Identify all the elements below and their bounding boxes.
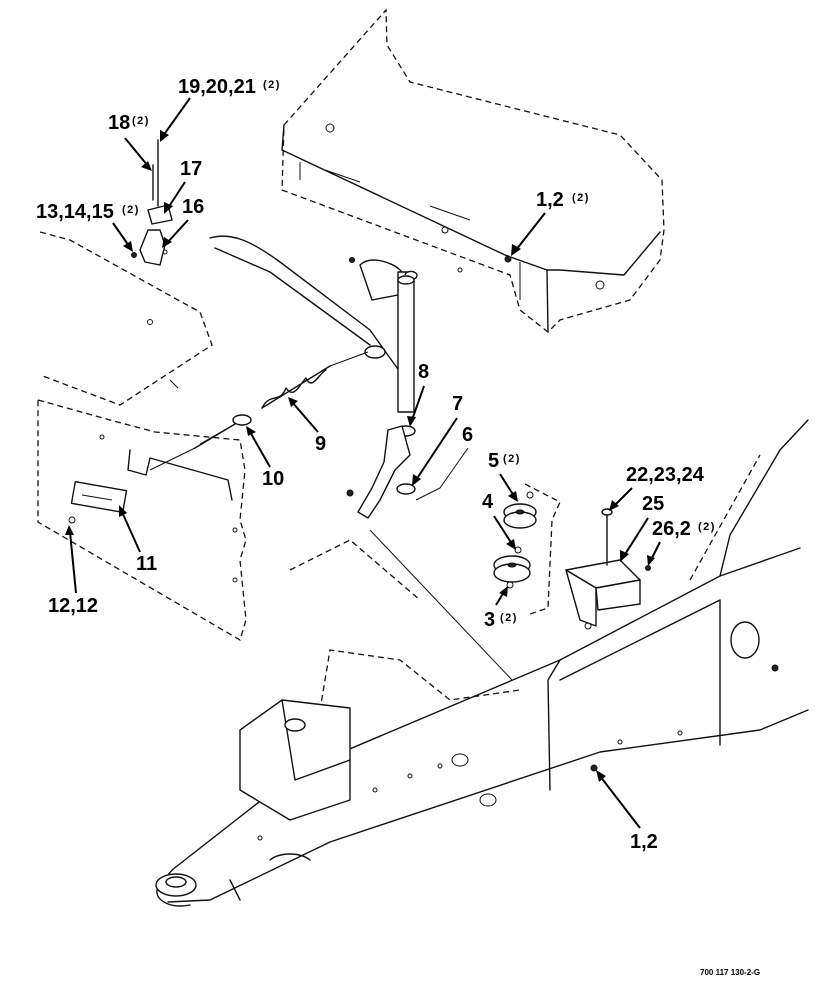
bracket-16-17 xyxy=(131,139,173,266)
callout-1-2-top-qty: (2) xyxy=(572,192,590,204)
callout-26-2-qty: (2) xyxy=(698,521,716,533)
callout-4: 4 xyxy=(482,491,494,513)
callout-3-qty: (2) xyxy=(500,612,518,624)
upper-left-shield xyxy=(39,231,213,406)
callout-19-20-21: 19,20,21 xyxy=(178,76,256,98)
upper-shield-panel xyxy=(281,8,665,333)
callout-16: 16 xyxy=(182,196,204,218)
spring-9 xyxy=(261,351,369,409)
lower-left-panel xyxy=(37,399,247,641)
callout-8: 8 xyxy=(418,361,429,383)
eyebolt-10 xyxy=(149,414,252,471)
drawing-reference-code: 700 117 130-2-G xyxy=(700,968,760,977)
callout-13-14-15: 13,14,15 xyxy=(36,201,114,223)
main-frame xyxy=(155,419,809,907)
callout-19-20-21-qty: (2) xyxy=(263,79,281,91)
callout-26-2: 26,2 xyxy=(652,518,691,540)
callout-5: 5 xyxy=(488,450,499,472)
callout-6: 6 xyxy=(462,424,473,446)
callout-17: 17 xyxy=(180,158,202,180)
callout-25: 25 xyxy=(642,493,664,515)
callout-10: 10 xyxy=(262,468,284,490)
callout-12-12: 12,12 xyxy=(48,595,98,617)
idler-bracket-8 xyxy=(346,425,416,519)
callout-7: 7 xyxy=(452,393,463,415)
callout-18: 18 xyxy=(108,112,130,134)
callouts: 19,20,21 (2) 18 (2) 17 13,14,15 (2) 16 1… xyxy=(36,76,760,977)
callout-11: 11 xyxy=(136,553,157,575)
callout-22-23-24: 22,23,24 xyxy=(626,464,705,486)
callout-1-2-bottom: 1,2 xyxy=(630,831,658,853)
callout-9: 9 xyxy=(315,433,326,455)
pulleys-4-5 xyxy=(493,483,561,615)
idler-arm xyxy=(209,235,418,413)
callout-1-2-top: 1,2 xyxy=(536,189,564,211)
bracket-25 xyxy=(565,508,651,630)
callout-5-qty: (2) xyxy=(503,453,521,465)
callout-3: 3 xyxy=(484,609,495,631)
callout-13-14-15-qty: (2) xyxy=(122,204,140,216)
callout-18-qty: (2) xyxy=(132,115,150,127)
